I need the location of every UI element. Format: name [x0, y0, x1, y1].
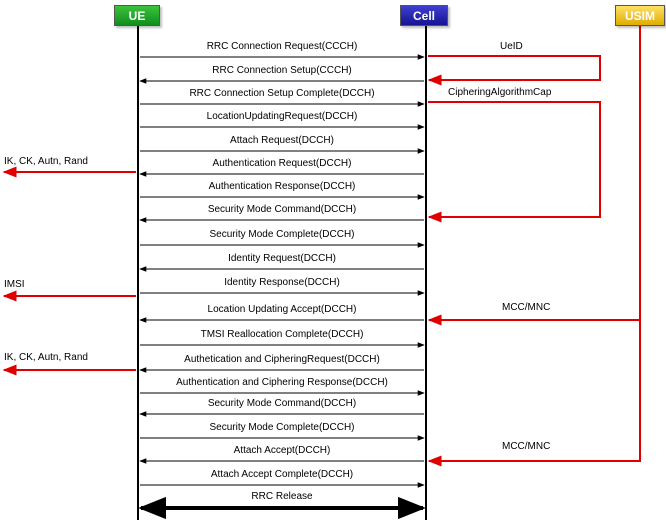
ciphering-cap-label: CipheringAlgorithmCap: [448, 87, 552, 98]
ueid-path: [427, 55, 601, 86]
auth-output-label-1: IK, CK, Autn, Rand: [4, 156, 88, 167]
usim-header: USIM: [615, 5, 665, 26]
ueid-label: UeID: [500, 41, 523, 52]
message-label-8: Security Mode Command(DCCH): [207, 204, 357, 215]
message-label-3: RRC Connection Setup Complete(DCCH): [189, 88, 375, 99]
message-label-17: Security Mode Complete(DCCH): [209, 422, 355, 433]
message-label-18: Attach Accept(DCCH): [233, 445, 331, 456]
message-label-16: Security Mode Command(DCCH): [207, 398, 357, 409]
message-label-19: Attach Accept Complete(DCCH): [210, 469, 354, 480]
message-label-1: RRC Connection Request(CCCH): [206, 41, 358, 52]
ue-header: UE: [114, 5, 160, 26]
imsi-output-label: IMSI: [4, 279, 25, 290]
message-label-11: Identity Response(DCCH): [224, 277, 340, 288]
ciphering-cap-path: [427, 101, 601, 223]
message-label-6: Authentication Request(DCCH): [212, 158, 352, 169]
message-label-12: Location Updating Accept(DCCH): [207, 304, 357, 315]
mcc-mnc-label-1: MCC/MNC: [502, 302, 551, 313]
auth-output-label-2: IK, CK, Autn, Rand: [4, 352, 88, 363]
message-label-9: Security Mode Complete(DCCH): [209, 229, 355, 240]
message-label-2: RRC Connection Setup(CCCH): [212, 65, 352, 76]
cell-header: Cell: [400, 5, 448, 26]
message-label-15: Authentication and Ciphering Response(DC…: [176, 377, 388, 388]
message-label-7: Authentication Response(DCCH): [208, 181, 356, 192]
message-label-5: Attach Request(DCCH): [230, 135, 334, 146]
message-label-10: Identity Request(DCCH): [228, 253, 336, 264]
rrc-release-label: RRC Release: [251, 491, 313, 502]
message-label-14: Authetication and CipheringRequest(DCCH): [184, 354, 380, 365]
mcc-mnc-label-2: MCC/MNC: [502, 441, 551, 452]
message-label-4: LocationUpdatingRequest(DCCH): [206, 111, 358, 122]
message-label-13: TMSI Reallocation Complete(DCCH): [200, 329, 364, 340]
